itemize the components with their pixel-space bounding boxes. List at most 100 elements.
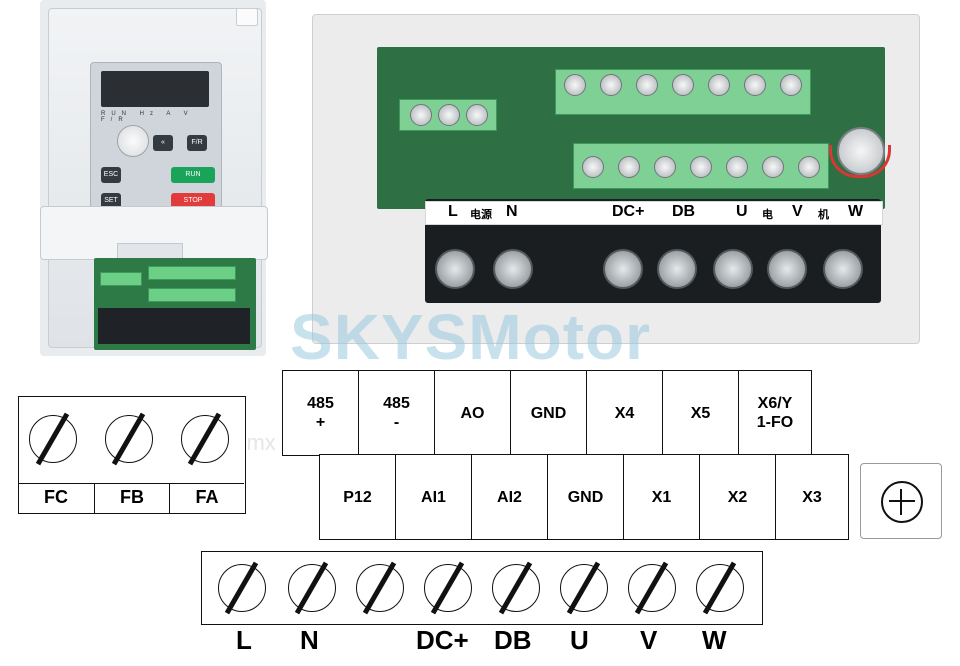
legend-V: V	[792, 203, 803, 220]
watermark: SKYSMotor	[290, 301, 651, 373]
terminal-x4: X4	[587, 371, 663, 455]
pcb-board	[377, 47, 885, 209]
screw-icon	[713, 249, 753, 289]
terminal-ao: AO	[435, 371, 511, 455]
divider	[18, 483, 244, 484]
screw-icon	[767, 249, 807, 289]
terminal-photo: L 电源 N DC+ DB U 电 V 机 W	[312, 14, 920, 344]
legend-db: DB	[672, 203, 696, 220]
screw-icon	[798, 156, 820, 178]
screw-icon	[823, 249, 863, 289]
ground-terminal	[860, 463, 942, 539]
screw-icon	[564, 74, 586, 96]
screw-icon	[424, 564, 472, 612]
screw-icon	[657, 249, 697, 289]
mini-terminal-area	[94, 258, 256, 350]
legend-dc: DC+	[612, 203, 645, 220]
terminal-x5: X5	[663, 371, 739, 455]
screw-icon	[582, 156, 604, 178]
screw-icon	[288, 564, 336, 612]
mini-relay-block	[100, 272, 142, 286]
screw-icon	[762, 156, 784, 178]
screw-icon	[410, 104, 432, 126]
key-fr: F/R	[187, 135, 207, 151]
control-block-top	[555, 69, 811, 115]
vfd-photo: RUN Hz A V F/R « F/R ESC RUN SET STOP	[40, 0, 268, 356]
screw-icon	[356, 564, 404, 612]
housing-tab	[236, 8, 258, 26]
speed-knob-icon	[117, 125, 149, 157]
screw-icon	[560, 564, 608, 612]
mini-power-block	[98, 308, 250, 344]
power-label-dc: DC+	[416, 625, 469, 655]
key-run: RUN	[171, 167, 215, 183]
relay-terminal-diagram	[18, 396, 246, 514]
screw-icon	[435, 249, 475, 289]
legend-motor-2: 机	[818, 209, 829, 221]
led-display	[101, 71, 209, 107]
screw-icon	[218, 564, 266, 612]
terminal-label-fa: FA	[195, 487, 219, 507]
terminal-label-fb: FB	[120, 487, 144, 507]
screw-icon	[672, 74, 694, 96]
control-terminal-row-bottom: P12 AI1 AI2 GND X1 X2 X3	[319, 454, 849, 540]
screw-icon	[493, 249, 533, 289]
screw-icon	[744, 74, 766, 96]
power-terminal-legend: L 电源 N DC+ DB U 电 V 机 W	[425, 201, 883, 225]
terminal-x1: X1	[624, 455, 700, 539]
screw-icon	[654, 156, 676, 178]
key-shift: «	[153, 135, 173, 151]
terminal-label-fc: FC	[44, 487, 68, 507]
divider	[94, 483, 95, 513]
screw-icon	[492, 564, 540, 612]
terminal-ai1: AI1	[396, 455, 472, 539]
status-leds: RUN Hz A V F/R	[101, 111, 194, 123]
terminal-gnd: GND	[511, 371, 587, 455]
terminal-cover	[40, 206, 268, 260]
legend-W: W	[848, 203, 864, 220]
control-terminal-row-top: 485 + 485 - AO GND X4 X5 X6/Y 1-FO	[282, 370, 812, 456]
terminal-ai2: AI2	[472, 455, 548, 539]
mini-control-block-bottom	[148, 288, 236, 302]
legend-U: U	[736, 203, 748, 220]
screw-icon	[696, 564, 744, 612]
screw-icon	[780, 74, 802, 96]
screw-icon	[438, 104, 460, 126]
divider	[169, 483, 170, 513]
terminal-x6-y1-fo: X6/Y 1-FO	[756, 395, 794, 431]
power-label-db: DB	[494, 625, 532, 655]
keypad-panel: RUN Hz A V F/R « F/R ESC RUN SET STOP	[90, 62, 222, 216]
screw-icon	[690, 156, 712, 178]
screw-icon	[600, 74, 622, 96]
screw-icon	[636, 74, 658, 96]
key-set: SET	[101, 193, 121, 209]
power-label-W: W	[702, 625, 727, 655]
legend-motor-1: 电	[762, 209, 773, 221]
terminal-485-minus: 485 -	[359, 371, 435, 455]
terminal-485-plus: 485 +	[283, 371, 359, 455]
terminal-x3: X3	[802, 488, 822, 506]
legend-N: N	[506, 203, 518, 220]
mini-control-block-top	[148, 266, 236, 280]
control-block-bottom	[573, 143, 829, 189]
key-stop: STOP	[171, 193, 215, 209]
screw-icon	[708, 74, 730, 96]
power-label-V: V	[640, 625, 658, 655]
ground-plus-icon	[881, 481, 923, 523]
screw-icon	[29, 415, 77, 463]
screw-icon	[726, 156, 748, 178]
power-label-U: U	[570, 625, 589, 655]
power-label-L: L	[236, 625, 252, 655]
legend-power: 电源	[470, 209, 492, 221]
relay-block	[399, 99, 497, 131]
screw-icon	[603, 249, 643, 289]
screw-icon	[618, 156, 640, 178]
terminal-x2: X2	[700, 455, 776, 539]
terminal-gnd-2: GND	[548, 455, 624, 539]
screw-icon	[628, 564, 676, 612]
screw-icon	[466, 104, 488, 126]
power-terminal-diagram	[201, 551, 763, 625]
key-esc: ESC	[101, 167, 121, 183]
screw-icon	[181, 415, 229, 463]
cover-notch	[117, 243, 183, 259]
